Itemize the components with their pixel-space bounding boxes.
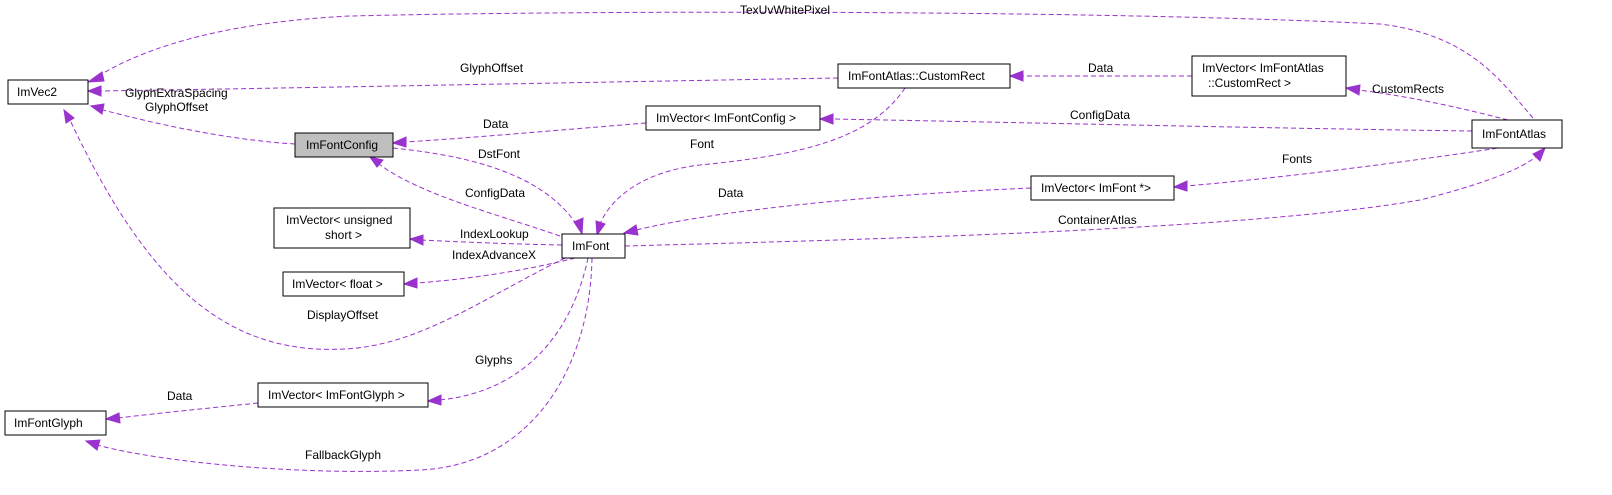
edge-label-glyphs: Glyphs	[475, 353, 512, 367]
node-label-imvec2: ImVec2	[17, 85, 57, 99]
edge-label-index-lookup: IndexLookup	[460, 227, 529, 241]
edge-label-texuvwhitepixel: TexUvWhitePixel	[740, 3, 830, 17]
edge-glyph-extra-spacing: GlyphExtraSpacing GlyphOffset	[89, 86, 296, 145]
edge-font: Font	[595, 87, 906, 237]
edge-label-fallback-glyph: FallbackGlyph	[305, 448, 381, 462]
node-label-imfont: ImFont	[572, 239, 610, 253]
edge-data-fontptr: Data	[622, 186, 1032, 236]
edge-label-glyphoffset-config: GlyphOffset	[145, 100, 209, 114]
edge-config-data-font: ConfigData	[368, 156, 561, 237]
edge-fallback-glyph: FallbackGlyph	[84, 257, 593, 472]
node-imvector-imfontglyph[interactable]: ImVector< ImFontGlyph >	[257, 382, 429, 408]
edge-texuvwhitepixel: TexUvWhitePixel	[86, 3, 1534, 119]
edge-container-atlas: ContainerAtlas	[624, 146, 1546, 247]
edge-config-data-atlas: ConfigData	[818, 108, 1473, 132]
edge-custom-rects: CustomRects	[1344, 82, 1509, 121]
edge-data-glyph: Data	[104, 389, 259, 424]
node-label-imvector-customrect-line2: ::CustomRect >	[1208, 76, 1291, 90]
node-imvector-imfontconfig[interactable]: ImVector< ImFontConfig >	[645, 105, 821, 131]
edge-data-customrect: Data	[1008, 61, 1192, 82]
node-label-imfontconfig: ImFontConfig	[306, 138, 378, 152]
edge-index-advance-x: IndexAdvanceX	[402, 248, 576, 289]
edge-glyphs: Glyphs	[426, 257, 589, 406]
edge-label-glyphoffset-customrect: GlyphOffset	[460, 61, 524, 75]
edge-display-offset: DisplayOffset	[63, 108, 566, 350]
node-imvector-imfontptr[interactable]: ImVector< ImFont *>	[1030, 175, 1175, 201]
node-imvector-customrect[interactable]: ImVector< ImFontAtlas ::CustomRect >	[1191, 55, 1347, 97]
edge-label-container-atlas: ContainerAtlas	[1058, 213, 1137, 227]
edge-label-data-fontptr: Data	[718, 186, 744, 200]
edge-label-display-offset: DisplayOffset	[307, 308, 379, 322]
edge-data-fontconfig: Data	[391, 117, 647, 148]
node-imfontglyph[interactable]: ImFontGlyph	[4, 410, 107, 436]
node-imvector-float[interactable]: ImVector< float >	[282, 271, 405, 297]
node-label-imvector-float: ImVector< float >	[292, 277, 383, 291]
edge-label-dst-font: DstFont	[478, 147, 521, 161]
edge-label-custom-rects: CustomRects	[1372, 82, 1444, 96]
edge-label-config-data-font: ConfigData	[465, 186, 525, 200]
edge-label-data-glyph: Data	[167, 389, 193, 403]
node-imvector-unsigned-short[interactable]: ImVector< unsigned short >	[273, 207, 411, 249]
node-label-imfontatlas: ImFontAtlas	[1482, 127, 1546, 141]
node-label-imvector-imfontptr: ImVector< ImFont *>	[1041, 181, 1151, 195]
node-label-imvector-unsigned-short-line1: ImVector< unsigned	[286, 213, 392, 227]
node-label-imfontglyph: ImFontGlyph	[14, 416, 83, 430]
edge-label-font: Font	[690, 137, 715, 151]
node-label-customrect: ImFontAtlas::CustomRect	[848, 69, 985, 83]
node-label-imvector-imfontconfig: ImVector< ImFontConfig >	[656, 111, 796, 125]
node-imfontconfig[interactable]: ImFontConfig	[294, 132, 394, 158]
edge-label-glyph-extra-spacing: GlyphExtraSpacing	[125, 86, 228, 100]
edge-label-index-advance-x: IndexAdvanceX	[452, 248, 536, 262]
node-imvec2[interactable]: ImVec2	[7, 79, 89, 105]
edge-glyphoffset-customrect: GlyphOffset	[86, 61, 839, 97]
node-customrect[interactable]: ImFontAtlas::CustomRect	[837, 63, 1011, 89]
node-imfont[interactable]: ImFont	[561, 233, 626, 259]
edge-fonts: Fonts	[1172, 146, 1506, 192]
edge-dst-font: DstFont	[392, 147, 584, 236]
edge-label-data-customrect: Data	[1088, 61, 1114, 75]
node-label-imvector-customrect-line1: ImVector< ImFontAtlas	[1202, 61, 1324, 75]
node-label-imvector-imfontglyph: ImVector< ImFontGlyph >	[268, 388, 405, 402]
node-imfontatlas[interactable]: ImFontAtlas	[1471, 119, 1563, 149]
edge-index-lookup: IndexLookup	[408, 227, 563, 246]
edge-label-fonts: Fonts	[1282, 152, 1312, 166]
edge-label-config-data-atlas: ConfigData	[1070, 108, 1130, 122]
edge-label-data-fontconfig: Data	[483, 117, 509, 131]
node-label-imvector-unsigned-short-line2: short >	[325, 228, 362, 242]
